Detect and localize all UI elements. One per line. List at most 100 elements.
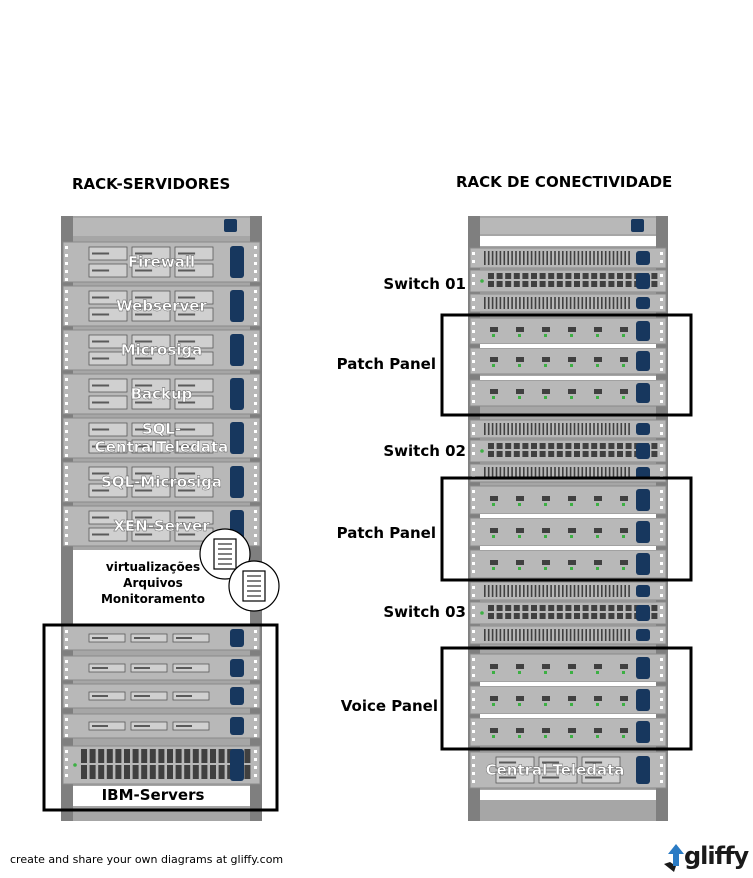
drive-slot <box>542 776 560 779</box>
switch-03 <box>469 601 667 625</box>
switch-port <box>115 765 122 779</box>
rack-screw <box>254 542 257 545</box>
patch-led <box>518 535 521 538</box>
rack-screw <box>254 306 257 309</box>
switch-port <box>548 281 555 287</box>
vent-slot <box>499 467 502 479</box>
rack-gap <box>480 682 656 686</box>
vent-slot <box>604 585 607 597</box>
vent-slot <box>534 251 537 265</box>
server-unit-label: Webserver <box>116 297 207 315</box>
rack-screw <box>254 438 257 441</box>
patch-led <box>622 703 625 706</box>
rack-screw <box>472 522 475 525</box>
rack-screw <box>660 260 663 263</box>
drive-slot <box>585 776 603 779</box>
patch-port <box>620 560 628 565</box>
rack-screw <box>65 378 68 381</box>
patch-led <box>596 703 599 706</box>
switch-port <box>496 281 503 287</box>
patch-port <box>542 389 550 394</box>
vent-slot <box>523 297 525 309</box>
patch-handle <box>636 489 650 511</box>
drive-slot <box>92 401 110 404</box>
rack-screw <box>472 594 475 597</box>
vent-slot <box>554 585 556 597</box>
vent-slot <box>495 423 498 435</box>
switch-handle <box>636 297 650 309</box>
vent-slot <box>597 629 599 641</box>
rack-screw <box>65 668 68 671</box>
switch-port <box>599 273 606 279</box>
vent-slot <box>585 297 587 309</box>
rack-screw <box>254 350 257 353</box>
rack-screw <box>472 666 475 669</box>
patch-port <box>568 528 576 533</box>
vent-slot <box>581 297 584 309</box>
vent-slot <box>628 467 630 479</box>
vent-slot <box>511 423 513 435</box>
vent-slot <box>628 297 630 309</box>
switch-port <box>89 749 96 763</box>
vent-slot <box>585 251 587 265</box>
vent-slot <box>542 423 545 435</box>
drive-slot <box>92 695 108 697</box>
patch-led <box>596 567 599 570</box>
vent-slot <box>608 297 611 309</box>
switch-port <box>574 281 580 287</box>
server-handle <box>230 466 244 498</box>
rack-screw <box>472 690 475 693</box>
rack-screw <box>660 392 663 395</box>
gliffy-logo[interactable]: gliffy <box>662 842 752 874</box>
vent-slot <box>558 467 560 479</box>
rack-screw <box>660 630 663 633</box>
rack-screw <box>254 646 257 649</box>
vent-slot <box>604 467 607 479</box>
drive-slot <box>92 637 108 639</box>
vent-slot <box>577 629 580 641</box>
patch-port <box>516 327 524 332</box>
switch-port <box>582 451 589 457</box>
switch-port <box>210 749 216 763</box>
rack-gap <box>480 236 656 246</box>
drive-slot <box>92 725 108 727</box>
status-led <box>480 279 484 283</box>
services-list: virtualizações Arquivos Monitoramento <box>78 559 228 607</box>
vent-slot <box>565 423 568 435</box>
switch-port <box>617 605 623 611</box>
rack-screw <box>254 386 257 389</box>
vent-slot <box>499 629 502 641</box>
switch-port <box>539 605 546 611</box>
vent-slot <box>503 297 506 309</box>
rack-screw <box>472 730 475 733</box>
vent-slot <box>484 297 486 309</box>
drive-slot <box>178 269 196 272</box>
footer-text[interactable]: create and share your own diagrams at gl… <box>10 853 284 866</box>
vent-slot <box>585 585 587 597</box>
rack-screw <box>254 402 257 405</box>
vent-slot <box>495 251 498 265</box>
switch-port <box>625 281 632 287</box>
vent-slot <box>515 629 517 641</box>
vent-slot <box>589 251 591 265</box>
server-handle <box>230 290 244 322</box>
rack-screw <box>660 570 663 573</box>
switch-port <box>565 443 572 449</box>
patch-port <box>620 664 628 669</box>
rack-screw <box>65 638 68 641</box>
switch-port <box>574 605 580 611</box>
server-handle <box>230 378 244 410</box>
group-outline-box <box>440 476 693 582</box>
switch-port <box>625 273 632 279</box>
vent-slot <box>484 251 486 265</box>
label-voice-panel: Voice Panel <box>340 697 438 715</box>
vent-slot <box>519 297 521 309</box>
drive-slot <box>178 445 196 448</box>
switch-port <box>513 613 520 619</box>
vent-slot <box>589 585 591 597</box>
drive-slot <box>178 489 196 492</box>
vent-slot <box>507 297 509 309</box>
status-led <box>73 763 77 767</box>
switch-port <box>513 451 520 457</box>
rack-screw <box>472 282 475 285</box>
